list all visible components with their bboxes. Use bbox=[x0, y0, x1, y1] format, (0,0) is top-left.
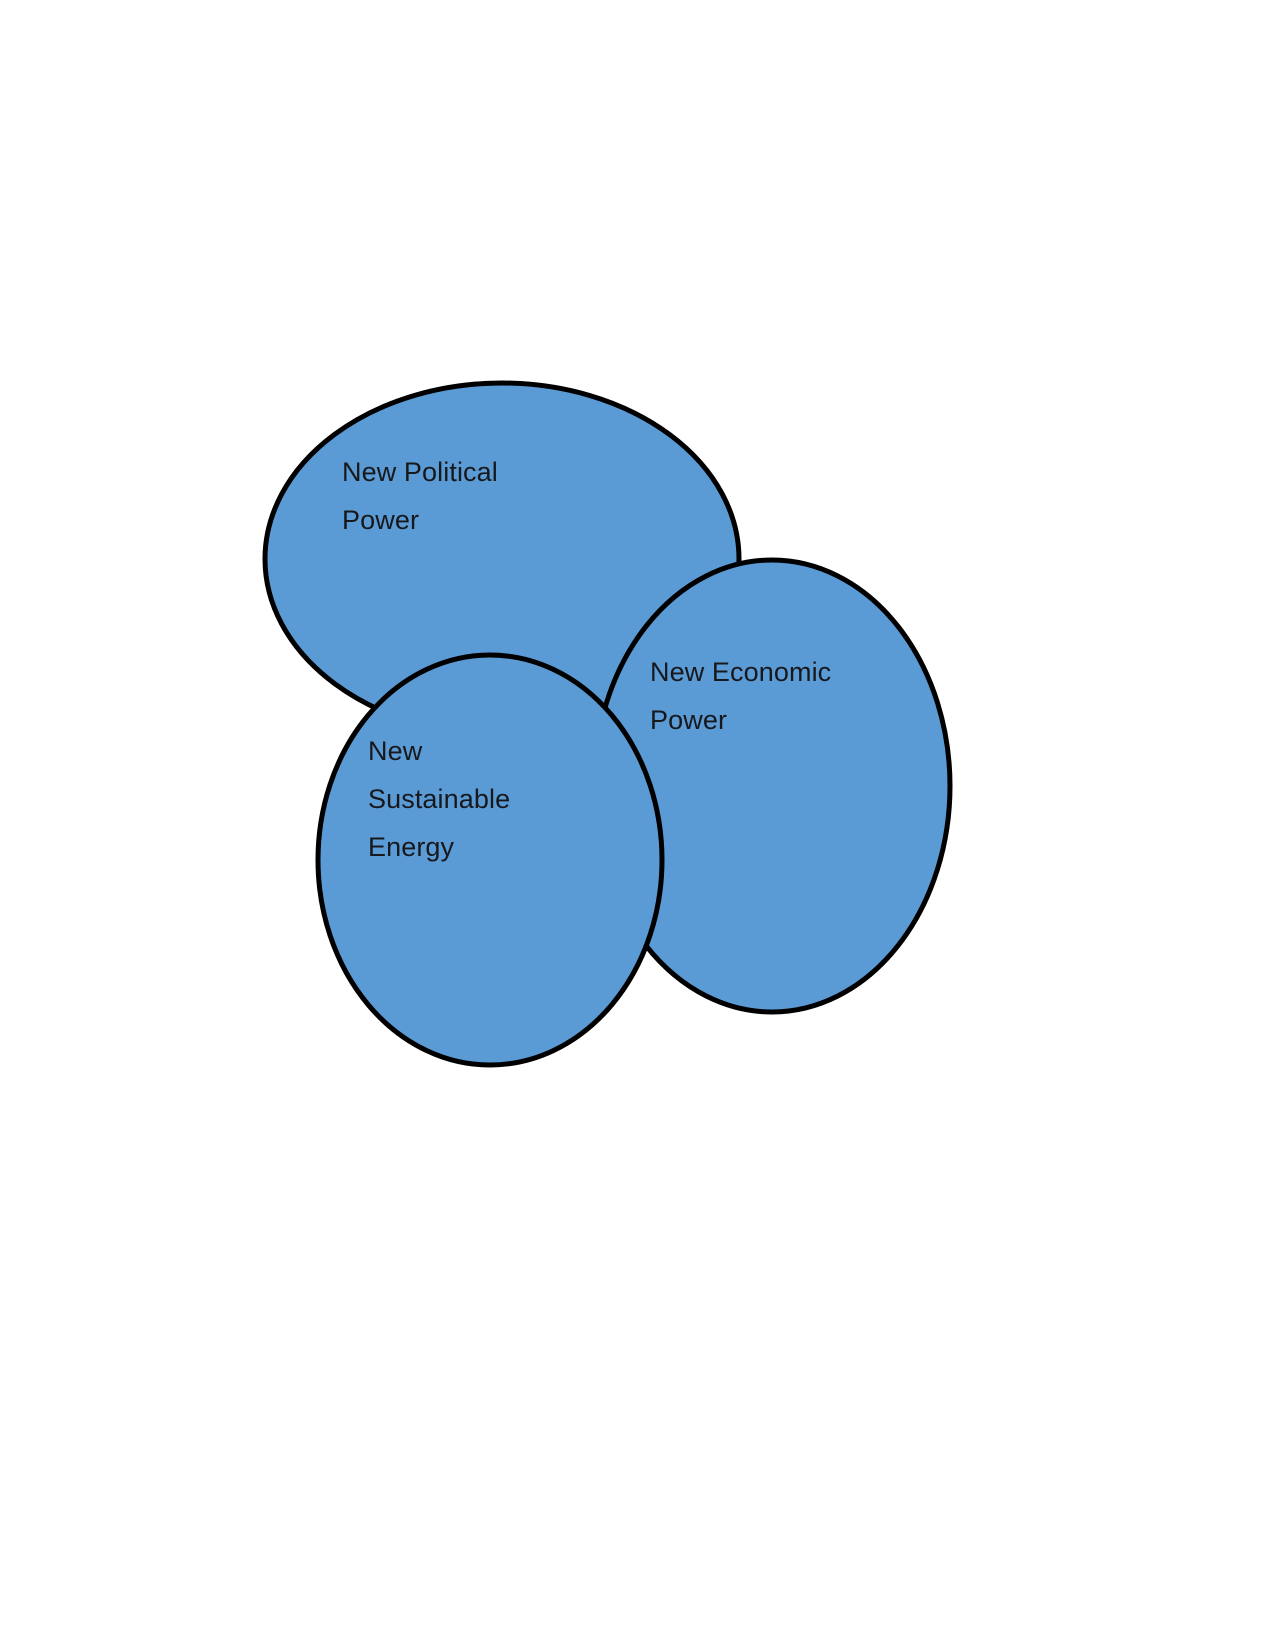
circle-new-sustainable-energy[interactable] bbox=[315, 652, 665, 1068]
